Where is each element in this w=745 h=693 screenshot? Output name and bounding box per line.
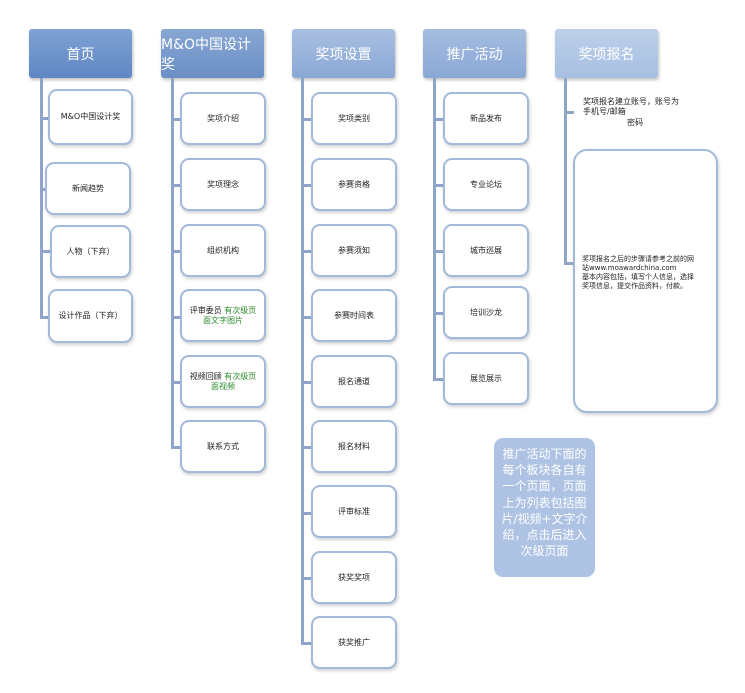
node-timeline: 参赛时间表: [311, 289, 397, 342]
header-homepage: 首页: [29, 29, 132, 78]
node-video-review: 视频回顾 有次级页面视频: [180, 355, 266, 408]
connector-line: [40, 78, 43, 318]
node-winner-promotion: 获奖推广: [311, 616, 397, 669]
node-contact: 联系方式: [180, 420, 266, 473]
registration-steps-text: 奖项报名之后的步骤请参考之前的网 站www.moawardchina.com 基…: [582, 255, 717, 291]
node-product-launch: 新品发布: [443, 92, 529, 145]
node-jury: 评审委员 有次级页面文字图片: [180, 289, 266, 342]
node-registration-channel: 报名通道: [311, 355, 397, 408]
text-line: 奖项信息，提交作品资料，付款。: [582, 282, 687, 291]
connector-line: [171, 381, 181, 384]
node-green-note: 有次级页面视频: [211, 371, 257, 391]
connector-line: [301, 184, 312, 187]
connector-line: [433, 118, 444, 121]
node-prizes: 获奖奖项: [311, 551, 397, 604]
node-design-works: 设计作品（下弃）: [48, 289, 133, 343]
text-line: 奖项报名之后的步骤请参考之前的网: [582, 255, 694, 263]
header-promotion: 推广活动: [423, 29, 526, 78]
node-forum: 专业论坛: [443, 158, 529, 211]
connector-line: [171, 118, 181, 121]
node-organization: 组织机构: [180, 224, 266, 277]
node-mo-award: M&O中国设计奖: [48, 89, 133, 145]
connector-line: [171, 250, 181, 253]
node-award-philosophy: 奖项理念: [180, 158, 266, 211]
registration-steps-box: [573, 149, 718, 413]
connector-line: [564, 262, 574, 265]
connector-line: [301, 446, 312, 449]
header-award-settings: 奖项设置: [292, 29, 395, 78]
connector-line: [301, 78, 304, 644]
node-green-note: 有次级页面文字图片: [203, 305, 257, 325]
connector-line: [433, 184, 444, 187]
connector-line: [433, 378, 444, 381]
text-line: 密码: [627, 117, 643, 127]
connector-line: [301, 316, 312, 319]
connector-line: [171, 446, 181, 449]
node-award-intro: 奖项介绍: [180, 92, 266, 145]
text-line: 手机号/邮箱: [583, 107, 626, 117]
connector-line: [171, 316, 181, 319]
connector-line: [433, 250, 444, 253]
promotion-note: 推广活动下面的每个板块各自有一个页面，页面上为列表包括图片/视频+文字介绍，点击…: [494, 438, 595, 577]
connector-line: [301, 118, 312, 121]
node-label: 视频回顾: [189, 371, 222, 381]
connector-line: [301, 577, 312, 580]
connector-line: [171, 184, 181, 187]
node-judging-criteria: 评审标准: [311, 485, 397, 538]
connector-line: [171, 78, 174, 449]
connector-line: [40, 117, 49, 120]
connector-line: [301, 381, 312, 384]
connector-line: [433, 78, 436, 380]
node-training-salon: 培训沙龙: [443, 286, 529, 339]
node-news-trends: 新闻趋势: [45, 162, 131, 215]
text-line: 基本内容包括，填写个人信息，选择: [582, 273, 694, 282]
node-label: 评审委员: [189, 305, 222, 315]
registration-account-text: 奖项报名建立账号，账号为 手机号/邮箱 密码: [583, 97, 713, 128]
connector-line: [433, 312, 444, 315]
text-line: 奖项报名建立账号，账号为: [583, 97, 679, 106]
connector-line: [40, 250, 51, 253]
node-registration-materials: 报名材料: [311, 420, 397, 473]
text-line: 站www.moawardchina.com: [582, 264, 677, 273]
connector-line: [301, 512, 312, 515]
node-people: 人物（下弃）: [50, 225, 131, 278]
header-mo-china-award: M&O中国设计奖: [161, 29, 264, 78]
node-entry-rules: 参赛须知: [311, 224, 397, 277]
connector-line: [564, 78, 567, 264]
node-exhibition: 展览展示: [443, 352, 529, 405]
connector-line: [301, 250, 312, 253]
header-registration: 奖项报名: [555, 29, 658, 78]
node-eligibility: 参赛资格: [311, 158, 397, 211]
connector-line: [40, 316, 49, 319]
node-city-tour: 城市巡展: [443, 224, 529, 277]
connector-line: [564, 111, 574, 114]
connector-line: [40, 188, 46, 191]
node-award-category: 奖项类别: [311, 92, 397, 145]
connector-line: [301, 642, 312, 645]
